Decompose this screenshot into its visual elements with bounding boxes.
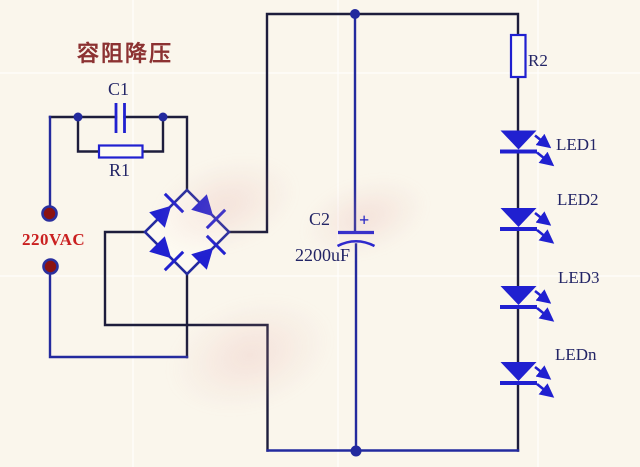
bridge-diamond — [143, 188, 231, 276]
junction-dot — [73, 112, 83, 122]
light-arrows — [534, 289, 555, 322]
wire-r1-right-leg — [141, 115, 165, 153]
diode-top-right — [191, 194, 227, 230]
c1-capacitor — [114, 103, 126, 133]
r2-label: R2 — [528, 51, 548, 70]
wires-navy — [48, 12, 520, 452]
led3 — [500, 286, 555, 322]
led-triangle — [500, 208, 537, 227]
c2-label: C2 — [309, 209, 331, 229]
led1 — [500, 130, 555, 167]
wire-bridge-minus-loop — [103, 230, 269, 452]
c2-polarity-mark: + — [359, 210, 370, 230]
ledn-label: LEDn — [555, 345, 597, 364]
r1-label: R1 — [109, 160, 131, 180]
c2-value-label: 2200uF — [295, 245, 351, 265]
bridge-rectifier — [143, 188, 231, 276]
led3-label: LED3 — [558, 268, 600, 287]
schematic-title: 容阻降压 — [77, 41, 174, 66]
wire-ac-bottom-lead — [48, 272, 189, 359]
led1-label: LED1 — [556, 135, 598, 154]
c1-label: C1 — [108, 79, 130, 99]
wire-r1-left-leg — [76, 115, 101, 153]
light-arrows — [534, 211, 555, 244]
wire-bridge-plus-to-top-rail — [227, 12, 520, 234]
c2-capacitor — [336, 230, 376, 248]
diode-bottom-left — [149, 236, 185, 272]
r1-resistor — [97, 144, 144, 159]
wire-c1-to-bridge-top — [123, 115, 189, 192]
light-arrows — [534, 365, 555, 398]
junction-dot — [158, 112, 168, 122]
diode-bottom-right — [191, 234, 227, 270]
light-arrows — [534, 133, 555, 167]
ac-terminal-top — [41, 205, 58, 222]
junction-dot — [350, 9, 360, 19]
ac-terminals — [41, 205, 59, 275]
r2-resistor — [509, 33, 527, 79]
diode-top-left — [149, 192, 185, 228]
led-triangle — [500, 362, 537, 381]
led-triangle — [500, 130, 537, 150]
wires-dark — [48, 12, 520, 452]
led2-label: LED2 — [557, 190, 599, 209]
ac-terminal-bottom — [42, 258, 59, 275]
ac-source-label: 220VAC — [22, 230, 86, 249]
junction-dots — [73, 9, 362, 457]
led-triangle — [500, 286, 537, 305]
junction-dot — [350, 445, 362, 457]
ledn — [500, 362, 555, 398]
led2 — [500, 208, 555, 244]
